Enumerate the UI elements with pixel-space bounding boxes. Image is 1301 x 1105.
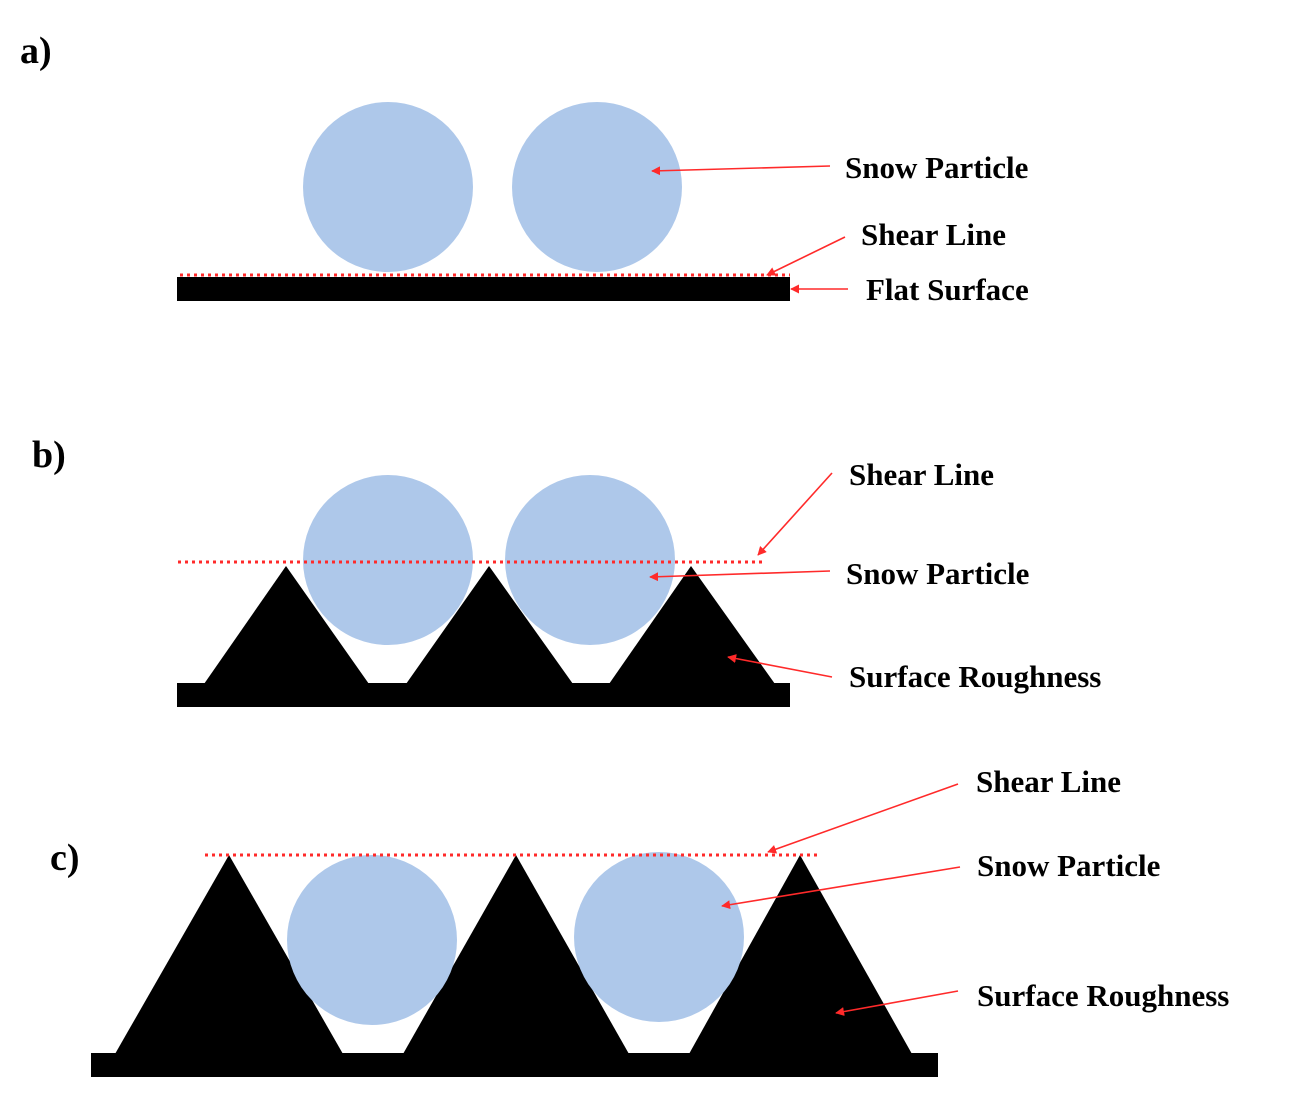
callout-surface-roughness: Surface Roughness bbox=[849, 659, 1101, 694]
leader-surface-roughness bbox=[727, 654, 833, 678]
callout-shear-line: Shear Line bbox=[861, 217, 1006, 252]
leader-snow-particle bbox=[721, 866, 961, 910]
leader-shear-line bbox=[766, 236, 846, 276]
snow-particle bbox=[287, 855, 457, 1025]
snow-particle bbox=[574, 852, 744, 1022]
panel-b: b) Shear Line Snow Particle Surface Roug… bbox=[32, 434, 1101, 707]
panel-c: c) Shear Line Snow Particle Surface Roug… bbox=[50, 764, 1229, 1077]
panel-b-label: b) bbox=[32, 434, 66, 476]
leader-snow-particle bbox=[649, 570, 831, 582]
snow-particle bbox=[303, 475, 473, 645]
callout-shear-line: Shear Line bbox=[976, 764, 1121, 799]
base-plate bbox=[177, 683, 790, 707]
roughness-peak bbox=[406, 566, 573, 684]
leader-snow-particle bbox=[651, 165, 831, 176]
leader-shear-line bbox=[767, 783, 959, 854]
panel-c-label: c) bbox=[50, 837, 80, 879]
snow-particle bbox=[303, 102, 473, 272]
callout-snow-particle: Snow Particle bbox=[977, 848, 1160, 883]
callout-flat-surface: Flat Surface bbox=[866, 272, 1029, 307]
leader-shear-line bbox=[757, 472, 833, 556]
panel-a-label: a) bbox=[20, 30, 52, 72]
panel-a: a) Snow Particle Shear Line Flat Surface bbox=[20, 30, 1029, 307]
callout-surface-roughness: Surface Roughness bbox=[977, 978, 1229, 1013]
base-plate bbox=[91, 1053, 938, 1077]
callout-shear-line: Shear Line bbox=[849, 457, 994, 492]
callout-snow-particle: Snow Particle bbox=[846, 556, 1029, 591]
callout-snow-particle: Snow Particle bbox=[845, 150, 1028, 185]
roughness-peak bbox=[403, 855, 629, 1054]
flat-surface bbox=[177, 277, 790, 301]
snow-particle bbox=[512, 102, 682, 272]
leader-surface-roughness bbox=[835, 990, 959, 1016]
snow-particle bbox=[505, 475, 675, 645]
roughness-peak bbox=[115, 855, 343, 1054]
roughness-peak bbox=[204, 566, 369, 684]
roughness-peak bbox=[689, 855, 912, 1054]
